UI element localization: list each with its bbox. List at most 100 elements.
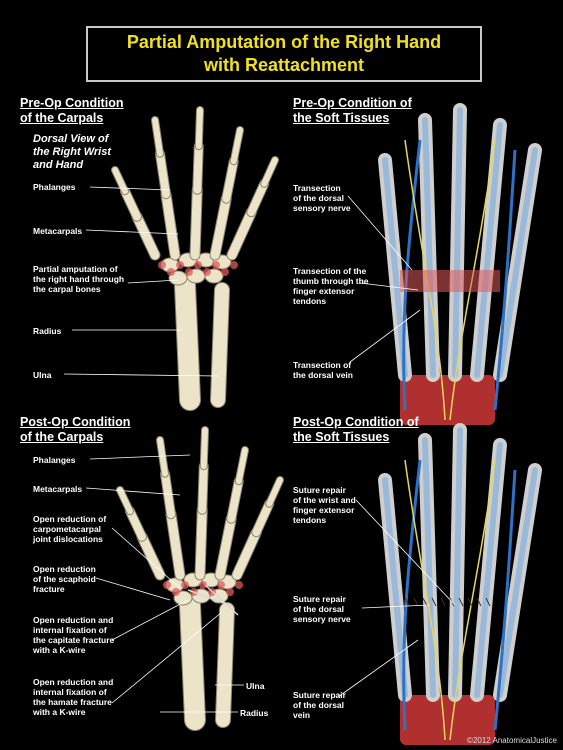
label-amputation-3: the carpal bones	[33, 284, 101, 294]
label-vein-repair-3: vein	[293, 710, 311, 720]
title-line-1: Partial Amputation of the Right Hand	[126, 32, 442, 52]
post-fracture-mark	[163, 581, 171, 589]
post-fracture-mark	[217, 581, 225, 589]
pre-metacarpal-bone	[227, 207, 256, 260]
view-caption-2: the Right Wrist	[33, 146, 112, 158]
label-tendon-repair-4: tendons	[293, 515, 327, 525]
leader-phalanges-pre	[89, 186, 171, 191]
post-suture-mark	[413, 597, 419, 607]
postop-carpals-heading-2: of the Carpals	[20, 430, 104, 444]
post-suture-mark	[422, 597, 428, 607]
pre-extensor-tendon	[382, 157, 408, 378]
leader-vein-transection	[349, 309, 421, 363]
post-extensor-tendon	[382, 477, 408, 698]
pre-distal-phalanx-bone	[195, 107, 203, 150]
label-tendon-repair-2: of the wrist and	[293, 495, 356, 505]
postop-carpals-heading-1: Post-Op Condition	[20, 415, 131, 429]
label-capitate-3: the capitate fracture	[33, 635, 115, 645]
label-hamate-2: internal fixation of	[33, 687, 107, 697]
pre-metacarpal-bone	[210, 194, 231, 260]
label-tendon-repair-1: Suture repair	[293, 485, 346, 495]
leader-ulna-pre	[63, 373, 219, 377]
leader-metacarpals-pre	[85, 229, 179, 235]
post-suture-mark	[440, 597, 446, 607]
post-sensory-nerve	[449, 459, 496, 741]
label-tendon-transection-3: finger extensor	[293, 286, 355, 296]
label-phalanges-post: Phalanges	[33, 455, 76, 465]
post-metacarpal-bone	[232, 527, 261, 580]
post-suture-mark	[467, 597, 473, 607]
label-radius-post: Radius	[240, 708, 269, 718]
post-distal-phalanx-bone	[235, 447, 248, 485]
copyright-footer: ©2012 AnatomicalJustice	[467, 736, 557, 745]
leader-tendon-repair	[355, 499, 456, 606]
label-capitate-1: Open reduction and	[33, 615, 114, 625]
pre-ulna-bone	[211, 283, 229, 407]
label-scaphoid-2: of the scaphoid	[33, 574, 96, 584]
title-box: Partial Amputation of the Right Hand wit…	[86, 26, 482, 82]
leader-capitate	[111, 599, 189, 641]
post-suture-mark	[485, 597, 491, 607]
post-suture-mark	[431, 597, 437, 607]
post-distal-phalanx-bone	[117, 487, 133, 515]
pre-extensor-tendon	[422, 117, 436, 378]
postop-soft-heading-2: the Soft Tissues	[293, 430, 390, 444]
post-extensor-tendon	[452, 427, 463, 698]
leader-nerve-repair	[361, 604, 431, 609]
label-tendon-transection-4: tendons	[293, 296, 327, 306]
leader-nerve-transection	[347, 195, 413, 271]
post-forearm-muscle	[400, 695, 495, 745]
post-proximal-phalanx-bone	[126, 507, 146, 541]
post-metacarpal-bone	[195, 505, 207, 580]
label-vein-repair-1: Suture repair	[293, 690, 346, 700]
label-capitate-2: internal fixation of	[33, 625, 107, 635]
pre-forearm-muscle	[400, 375, 495, 425]
leader-hamate	[111, 611, 223, 704]
post-distal-phalanx-bone	[266, 477, 283, 507]
leader-vein-repair	[337, 639, 419, 698]
view-caption-3: and Hand	[33, 159, 84, 171]
pre-fracture-mark	[194, 261, 202, 269]
post-fracture-mark	[172, 588, 180, 596]
pre-transection-zone	[400, 270, 500, 292]
label-nerve-repair-3: sensory nerve	[293, 614, 351, 624]
post-suture-mark	[404, 597, 410, 607]
postop-soft-heading-1: Post-Op Condition of	[293, 415, 419, 429]
preop-soft-heading-2: the Soft Tissues	[293, 111, 390, 125]
leader-tendon-transection	[359, 282, 419, 291]
post-proximal-phalanx-bone	[227, 477, 243, 523]
leader-cmc	[111, 527, 181, 589]
post-extensor-tendon	[474, 442, 503, 698]
preop-carpals-heading-2: of the Carpals	[20, 111, 104, 125]
label-nerve-transection-1: Transection	[293, 183, 341, 193]
label-nerve-repair-2: of the dorsal	[293, 604, 345, 614]
pre-distal-phalanx-bone	[112, 167, 128, 195]
pre-radius-bone	[175, 275, 200, 410]
preop-soft-heading-1: Pre-Op Condition of	[293, 96, 412, 110]
label-capitate-4: with a K-wire	[33, 645, 86, 655]
view-caption-1: Dorsal View of	[33, 133, 109, 145]
post-distal-phalanx-bone	[157, 437, 168, 477]
pre-proximal-phalanx-bone	[193, 142, 203, 194]
leader-metacarpals-post	[85, 487, 181, 496]
label-metacarpals-pre: Metacarpals	[33, 226, 83, 236]
pre-proximal-phalanx-bone	[156, 149, 170, 199]
title-line-2: with Reattachment	[203, 55, 365, 75]
pre-extensor-tendon	[497, 147, 538, 378]
pre-extensor-tendon	[452, 107, 463, 378]
post-dorsal-vein	[493, 469, 517, 731]
label-metacarpals-post: Metacarpals	[33, 484, 83, 494]
label-nerve-repair-1: Suture repair	[293, 594, 346, 604]
post-suture-mark	[476, 597, 482, 607]
pre-metacarpal-bone	[132, 212, 160, 260]
post-metacarpal-bone	[166, 509, 185, 580]
preop-carpals-heading-1: Pre-Op Condition	[20, 96, 124, 110]
pre-fracture-mark	[185, 268, 193, 276]
post-suture-mark	[458, 597, 464, 607]
pre-distal-phalanx-bone	[230, 127, 243, 165]
label-hamate-1: Open reduction and	[33, 677, 114, 687]
label-vein-repair-2: of the dorsal	[293, 700, 345, 710]
pre-fracture-mark	[221, 268, 229, 276]
label-hamate-4: with a K-wire	[33, 707, 86, 717]
